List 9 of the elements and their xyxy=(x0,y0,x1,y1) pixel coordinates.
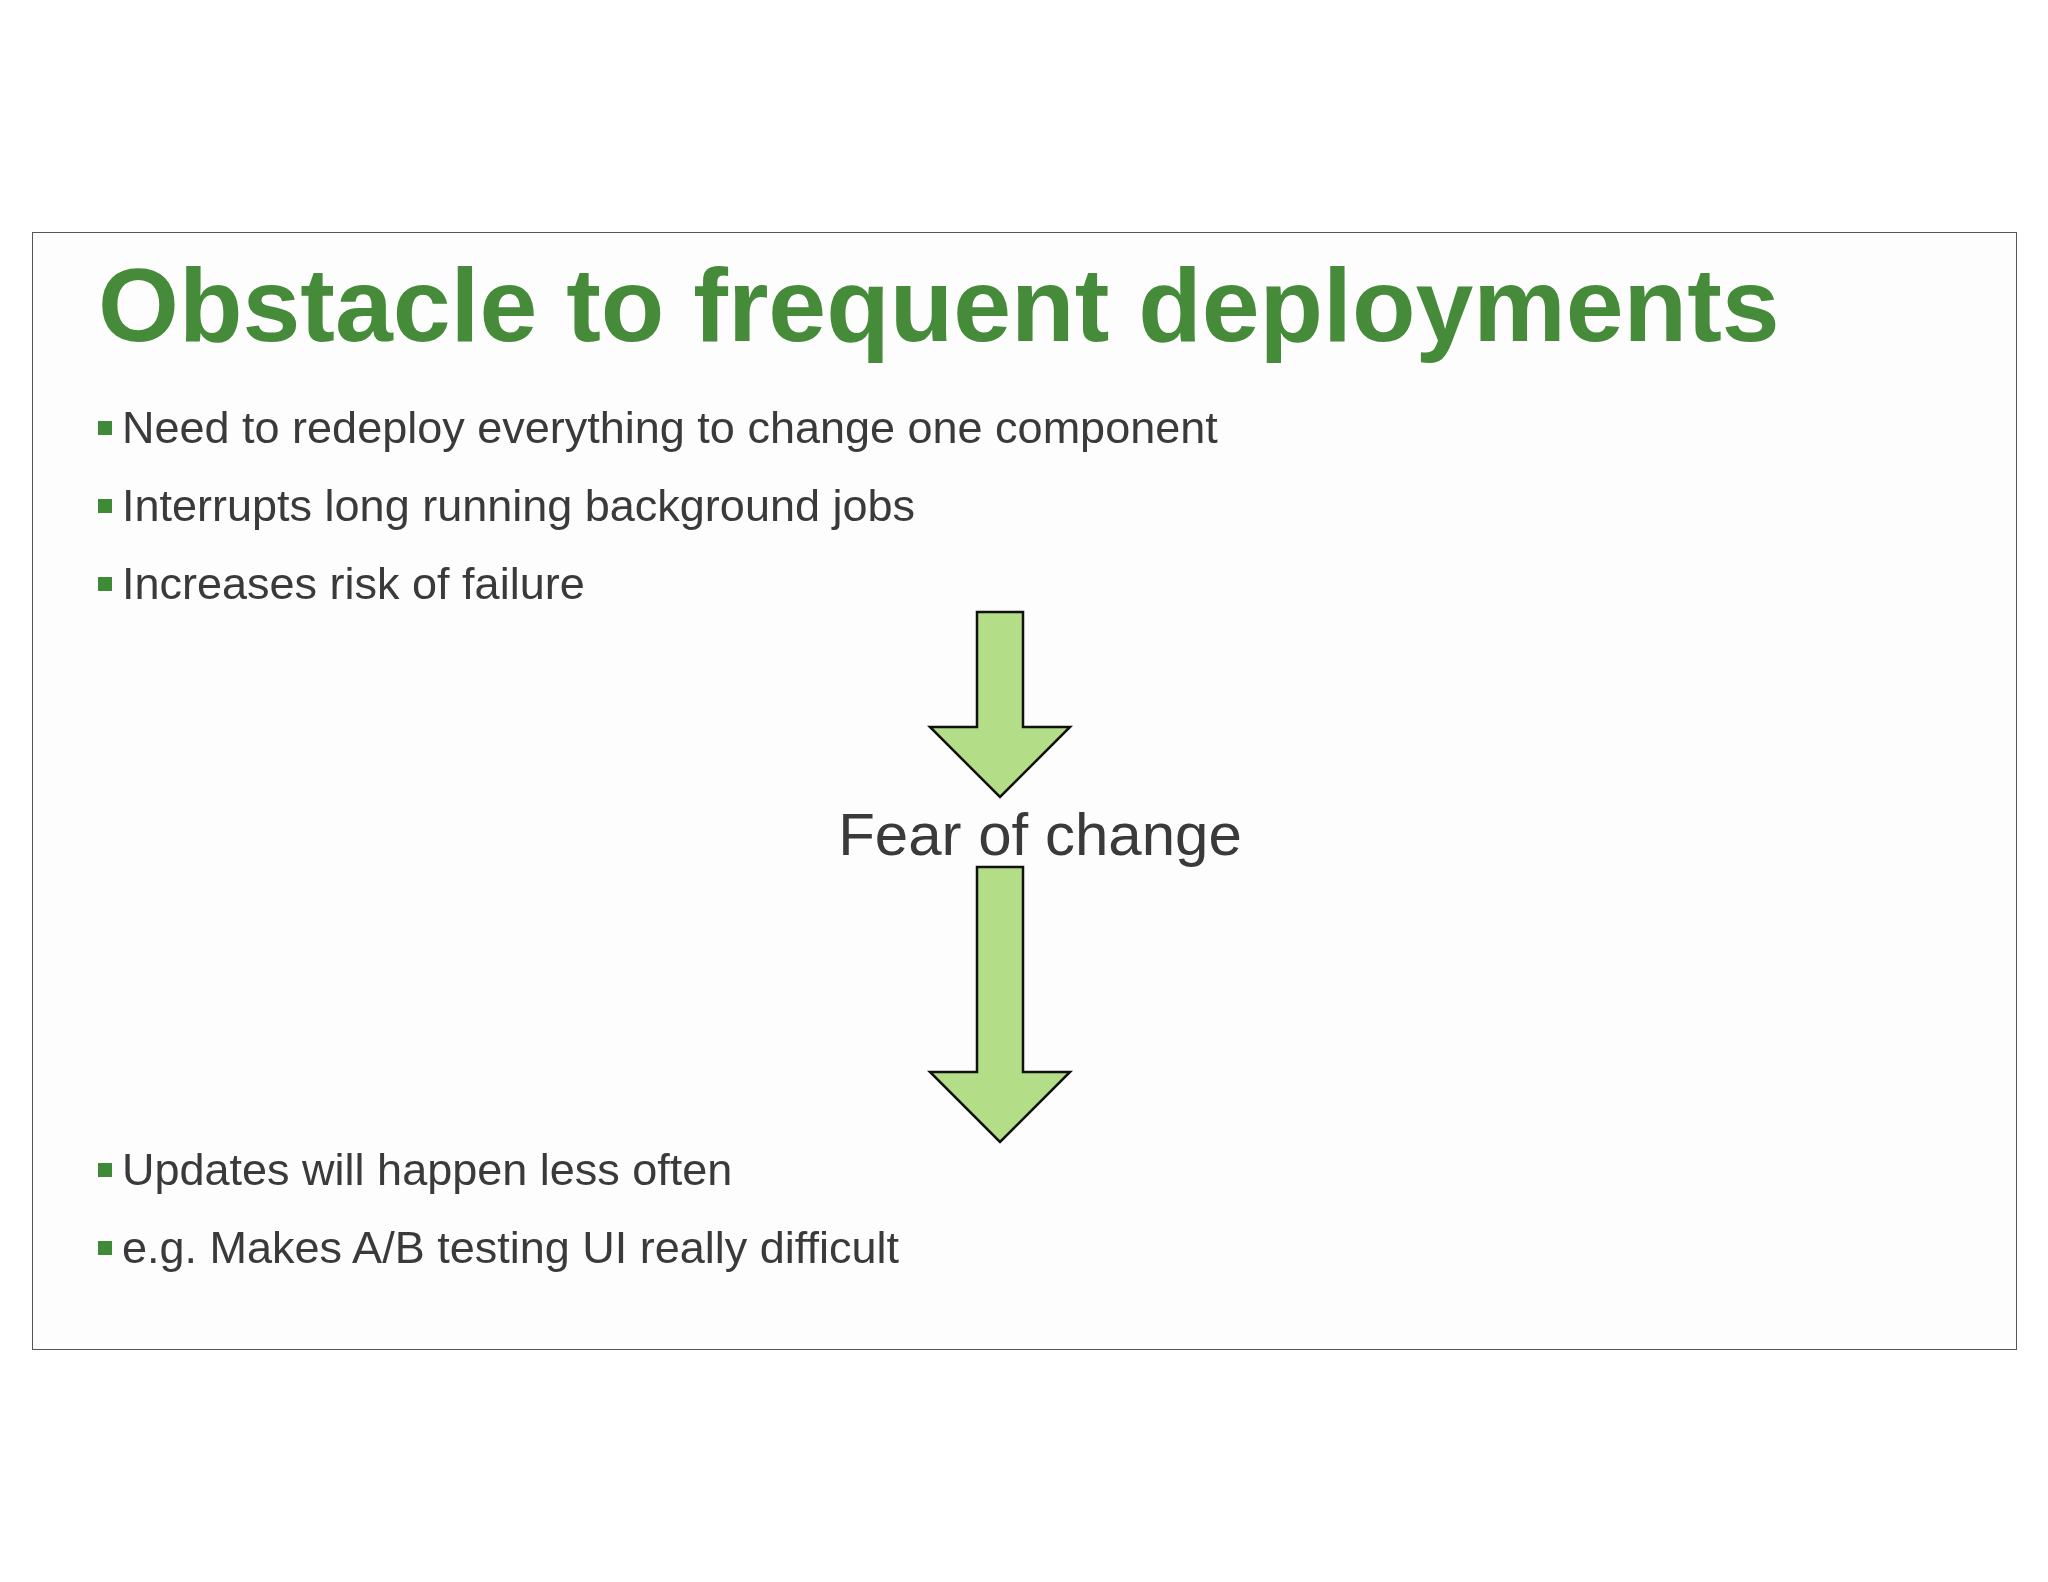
block-arrow xyxy=(927,865,1073,1144)
slide-title: Obstacle to frequent deployments xyxy=(98,246,1780,365)
bullet-text: Need to redeploy everything to change one component xyxy=(122,401,1218,455)
bullet-text: e.g. Makes A/B testing UI really difficult xyxy=(122,1221,900,1275)
bullet-text: Increases risk of failure xyxy=(122,557,585,611)
bullet-text: Updates will happen less often xyxy=(122,1143,733,1197)
statement-text: Fear of change xyxy=(837,800,1243,870)
bullet-text: Interrupts long running background jobs xyxy=(122,479,915,533)
block-arrow xyxy=(927,610,1073,799)
